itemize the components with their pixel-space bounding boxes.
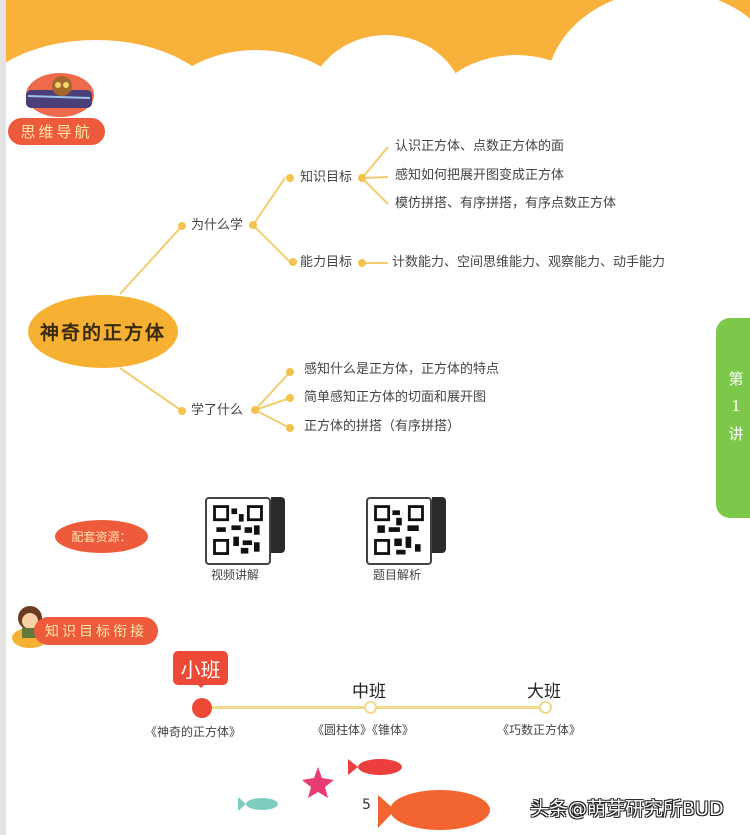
- node-what-learned: 学了什么: [191, 403, 244, 418]
- side-tab-char: 第: [728, 370, 744, 388]
- side-tab-char: 1: [731, 397, 741, 415]
- qr-code-video[interactable]: [205, 497, 285, 565]
- qr-code-icon: [205, 497, 271, 565]
- ability-goal-item: 计数能力、空间思维能力、观察能力、动手能力: [392, 255, 666, 270]
- section-badge-knowledge-connection: 知识目标衔接: [34, 617, 158, 645]
- learned-item: 正方体的拼搭（有序拼搭）: [304, 419, 461, 434]
- knowledge-goal-item: 认识正方体、点数正方体的面: [395, 139, 565, 154]
- mindmap-center-node: 神奇的正方体: [28, 295, 178, 368]
- grade-small-class-label: 小班: [173, 651, 228, 688]
- qr-label-video: 视频讲解: [211, 568, 260, 582]
- teal-fish-icon: [238, 797, 278, 811]
- node-ability-goals: 能力目标: [300, 255, 353, 270]
- node-knowledge-goals: 知识目标: [300, 170, 353, 185]
- grade-middle-class-label: 中班: [352, 682, 386, 702]
- knowledge-goal-item: 感知如何把展开图变成正方体: [395, 168, 565, 183]
- section-badge-mind-navigation: 思维导航: [8, 118, 105, 145]
- timeline-dot: [364, 701, 377, 714]
- lesson-side-tab[interactable]: 第 1 讲: [716, 318, 750, 518]
- grade-book-title: 《神奇的正方体》: [145, 725, 242, 739]
- red-fish-icon: [348, 759, 402, 775]
- watermark: 头条@萌芽研究所BUD: [530, 798, 724, 820]
- page-number: 5: [362, 797, 371, 813]
- resources-label: 配套资源：: [55, 520, 148, 553]
- qr-code-icon: [366, 497, 432, 565]
- grade-book-title: 《圆柱体》《锥体》: [312, 723, 415, 737]
- top-banner: [6, 0, 750, 110]
- node-why-learn: 为什么学: [191, 218, 244, 233]
- grade-large-class-label: 大班: [527, 682, 561, 702]
- grade-book-title: 《巧数正方体》: [497, 723, 582, 737]
- learned-item: 简单感知正方体的切面和展开图: [304, 390, 487, 405]
- side-tab-char: 讲: [728, 425, 744, 443]
- qr-code-answers[interactable]: [366, 497, 446, 565]
- knowledge-goal-item: 模仿拼搭、有序拼搭，有序点数正方体: [395, 196, 617, 211]
- fish-decorations: [238, 759, 490, 830]
- timeline-dot-current: [192, 698, 212, 718]
- qr-tab: [432, 497, 446, 553]
- starfish-icon: [302, 767, 334, 798]
- learned-item: 感知什么是正方体，正方体的特点: [304, 362, 500, 377]
- mindmap-connectors: [119, 146, 389, 432]
- qr-tab: [271, 497, 285, 553]
- mascot-pilot-icon: [26, 73, 94, 117]
- qr-label-answers: 题目解析: [373, 568, 422, 582]
- orange-fish-icon: [378, 790, 490, 830]
- page-edge: [0, 0, 6, 835]
- timeline-dot: [539, 701, 552, 714]
